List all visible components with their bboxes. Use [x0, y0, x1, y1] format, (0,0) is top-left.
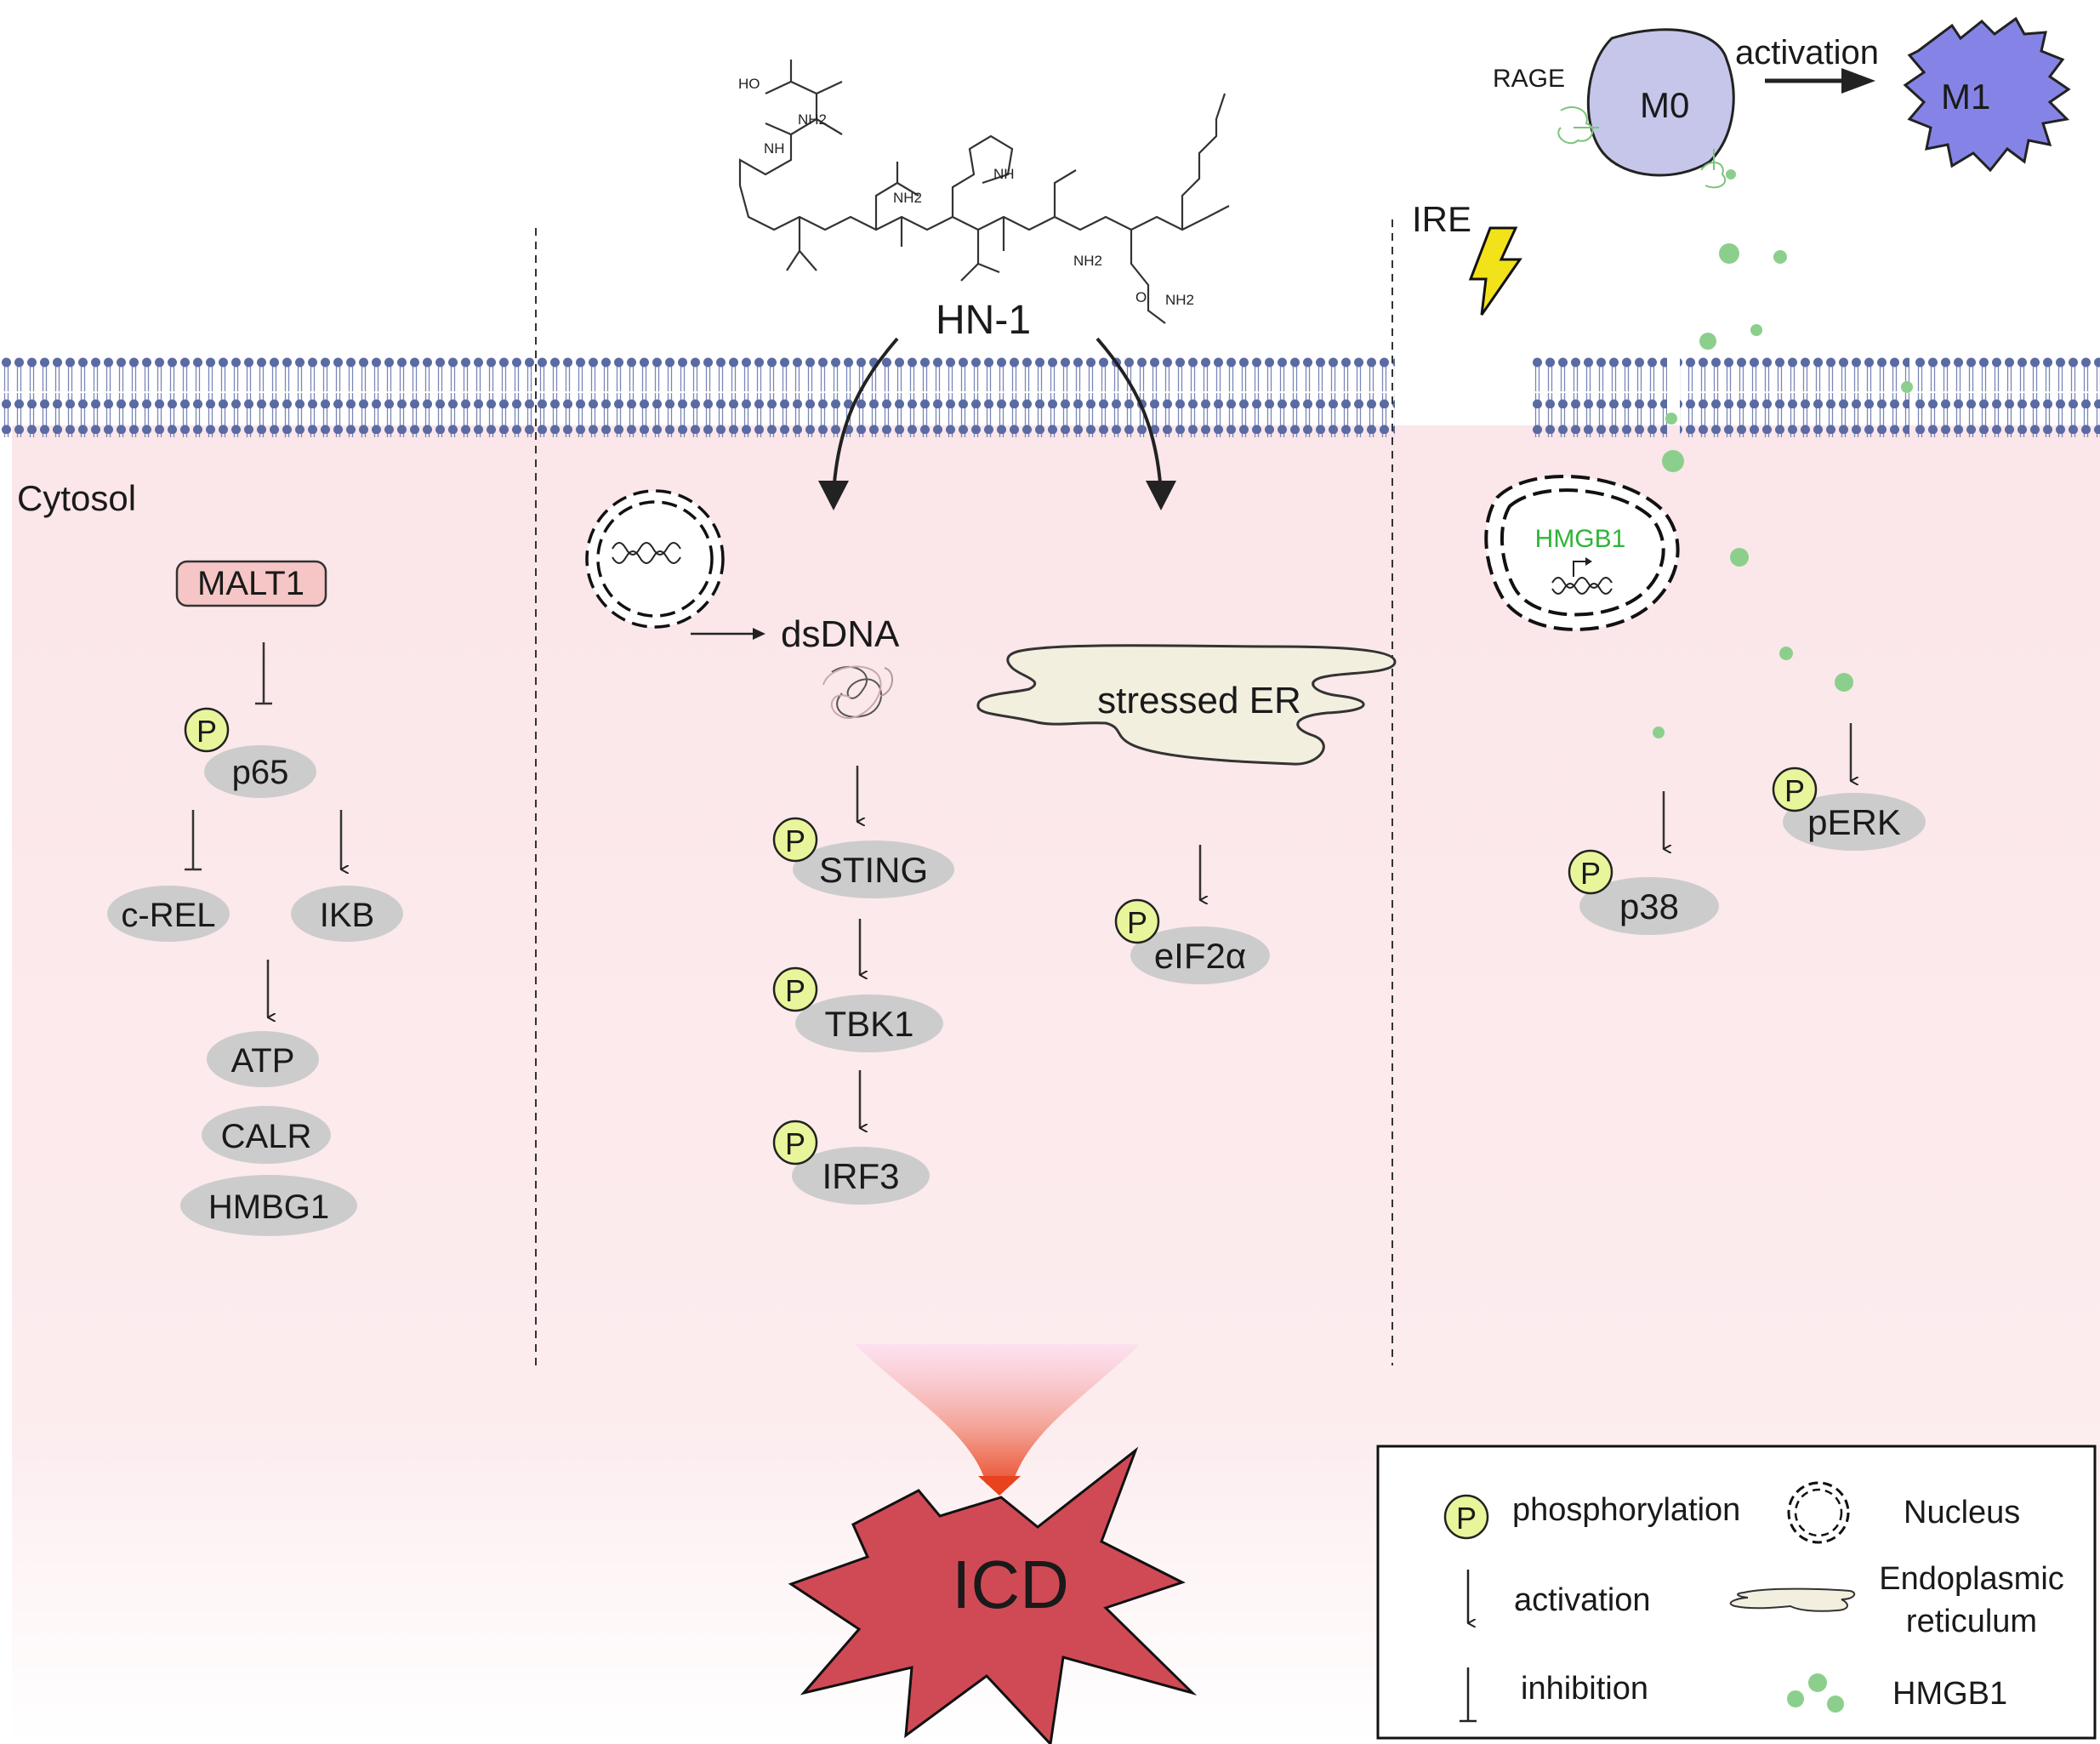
svg-text:c-REL: c-REL: [121, 897, 215, 934]
arrowhead: [818, 481, 849, 510]
dsdna-label: dsDNA: [781, 613, 900, 655]
legend-phospho-icon: P: [1443, 1494, 1489, 1540]
activation-label: activation: [1735, 34, 1879, 71]
cell-membrane: [0, 357, 2100, 437]
stressed-er-shape: stressed ER: [976, 644, 1397, 766]
svg-text:P: P: [785, 824, 805, 858]
svg-text:p65: p65: [232, 754, 289, 791]
dsdna-tangle-icon: [822, 665, 893, 719]
convergence-arrowhead: [978, 1476, 1021, 1496]
inhibition-p65-crel: [185, 810, 202, 871]
legend-hmgb1-icon: [1787, 1673, 1844, 1713]
svg-text:P: P: [1127, 905, 1147, 940]
hn1-arrow-sting: [832, 337, 899, 494]
perk-node: pERK: [1783, 793, 1926, 851]
svg-text:NH2: NH2: [1165, 292, 1194, 308]
phospho-icon: P: [184, 707, 230, 753]
svg-text:IRF3: IRF3: [822, 1156, 899, 1196]
malt1-node: MALT1: [175, 560, 327, 607]
legend-nucleus: Nucleus: [1904, 1495, 2020, 1530]
crel-node: c-REL: [107, 886, 230, 942]
svg-text:HMBG1: HMBG1: [208, 1188, 329, 1226]
phospho-icon: P: [1114, 898, 1160, 944]
hmbg1-node: HMBG1: [180, 1175, 357, 1236]
phospho-icon: P: [772, 966, 818, 1012]
m1-label: M1: [1941, 77, 1990, 117]
svg-text:P: P: [1784, 773, 1805, 808]
inhibition-malt1-p65: [255, 642, 272, 705]
phospho-icon: P: [1568, 849, 1613, 895]
svg-text:O: O: [1135, 289, 1147, 305]
sting-node: STING: [793, 841, 954, 898]
svg-text:P: P: [1580, 856, 1601, 891]
legend-phosphorylation: phosphorylation: [1512, 1492, 1740, 1528]
svg-text:ATP: ATP: [231, 1042, 295, 1080]
cytosol-label: Cytosol: [17, 478, 136, 518]
svg-text:IKB: IKB: [320, 897, 374, 934]
legend-inhibition: inhibition: [1521, 1671, 1648, 1707]
svg-text:NH: NH: [764, 140, 785, 157]
legend-er-line2: reticulum: [1906, 1604, 2037, 1639]
icd-burst: ICD: [788, 1446, 1198, 1744]
phospho-icon: P: [772, 1120, 818, 1166]
hn1-chemical-structure: [738, 60, 1230, 324]
tbk1-node: TBK1: [795, 995, 943, 1052]
svg-text:STING: STING: [819, 850, 928, 890]
p65-node: p65: [204, 745, 316, 798]
macrophage-m0: M0: [1557, 28, 1735, 189]
calr-node: CALR: [202, 1106, 331, 1164]
hn1-label: HN-1: [936, 298, 1031, 343]
svg-text:P: P: [785, 973, 805, 1008]
svg-text:NH2: NH2: [1073, 253, 1102, 269]
hmgb1-dots: [1653, 169, 1913, 738]
convergence-funnel: [855, 1344, 1140, 1485]
hn1-chemical-labels: HO NH2 NH NH2 NH NH2 NH2 O: [738, 76, 1194, 308]
er-label: stressed ER: [1097, 680, 1301, 721]
legend-er-line1: Endoplasmic: [1879, 1561, 2064, 1597]
nucleus-hmgb1-gene: HMGB1: [1484, 474, 1680, 631]
phospho-icon: P: [772, 817, 818, 863]
svg-text:P: P: [785, 1126, 805, 1161]
activation-nucleus-dsdna: [691, 628, 765, 640]
m0-label: M0: [1640, 85, 1689, 125]
legend: P phosphorylation activation inhibition …: [1376, 1445, 2097, 1740]
p38-node: p38: [1579, 877, 1719, 935]
nucleus-icon: [585, 489, 725, 629]
svg-text:P: P: [1456, 1501, 1477, 1536]
legend-activation: activation: [1514, 1582, 1651, 1618]
legend-hmgb1: HMGB1: [1892, 1676, 2007, 1712]
svg-text:p38: p38: [1619, 886, 1679, 926]
svg-text:CALR: CALR: [221, 1118, 312, 1155]
svg-text:TBK1: TBK1: [824, 1004, 913, 1044]
phospho-icon: P: [1772, 767, 1818, 812]
svg-text:NH: NH: [993, 166, 1015, 182]
legend-nucleus-icon: [1787, 1481, 1850, 1544]
svg-text:P: P: [196, 714, 217, 749]
macrophage-m1: M1: [1903, 16, 2071, 173]
arrowhead: [1146, 481, 1176, 510]
ikb-node: IKB: [291, 886, 403, 942]
arrowhead: [1841, 68, 1875, 94]
svg-text:eIF2α: eIF2α: [1154, 936, 1246, 976]
legend-er-icon: [1729, 1587, 1856, 1612]
ire-label: IRE: [1412, 199, 1471, 239]
icd-label: ICD: [952, 1547, 1069, 1622]
lightning-icon: [1468, 226, 1522, 316]
svg-text:NH2: NH2: [893, 190, 922, 206]
svg-text:MALT1: MALT1: [197, 565, 304, 602]
svg-text:HO: HO: [738, 76, 760, 92]
atp-node: ATP: [207, 1031, 319, 1087]
irf3-node: IRF3: [792, 1147, 930, 1205]
eif2a-node: eIF2α: [1130, 926, 1270, 984]
svg-text:HMGB1: HMGB1: [1535, 525, 1626, 553]
hn1-arrow-er: [1096, 337, 1163, 494]
rage-label: RAGE: [1493, 65, 1565, 93]
svg-text:NH2: NH2: [798, 111, 827, 128]
legend-inhibition-icon: [1460, 1667, 1477, 1723]
svg-text:pERK: pERK: [1807, 802, 1901, 842]
